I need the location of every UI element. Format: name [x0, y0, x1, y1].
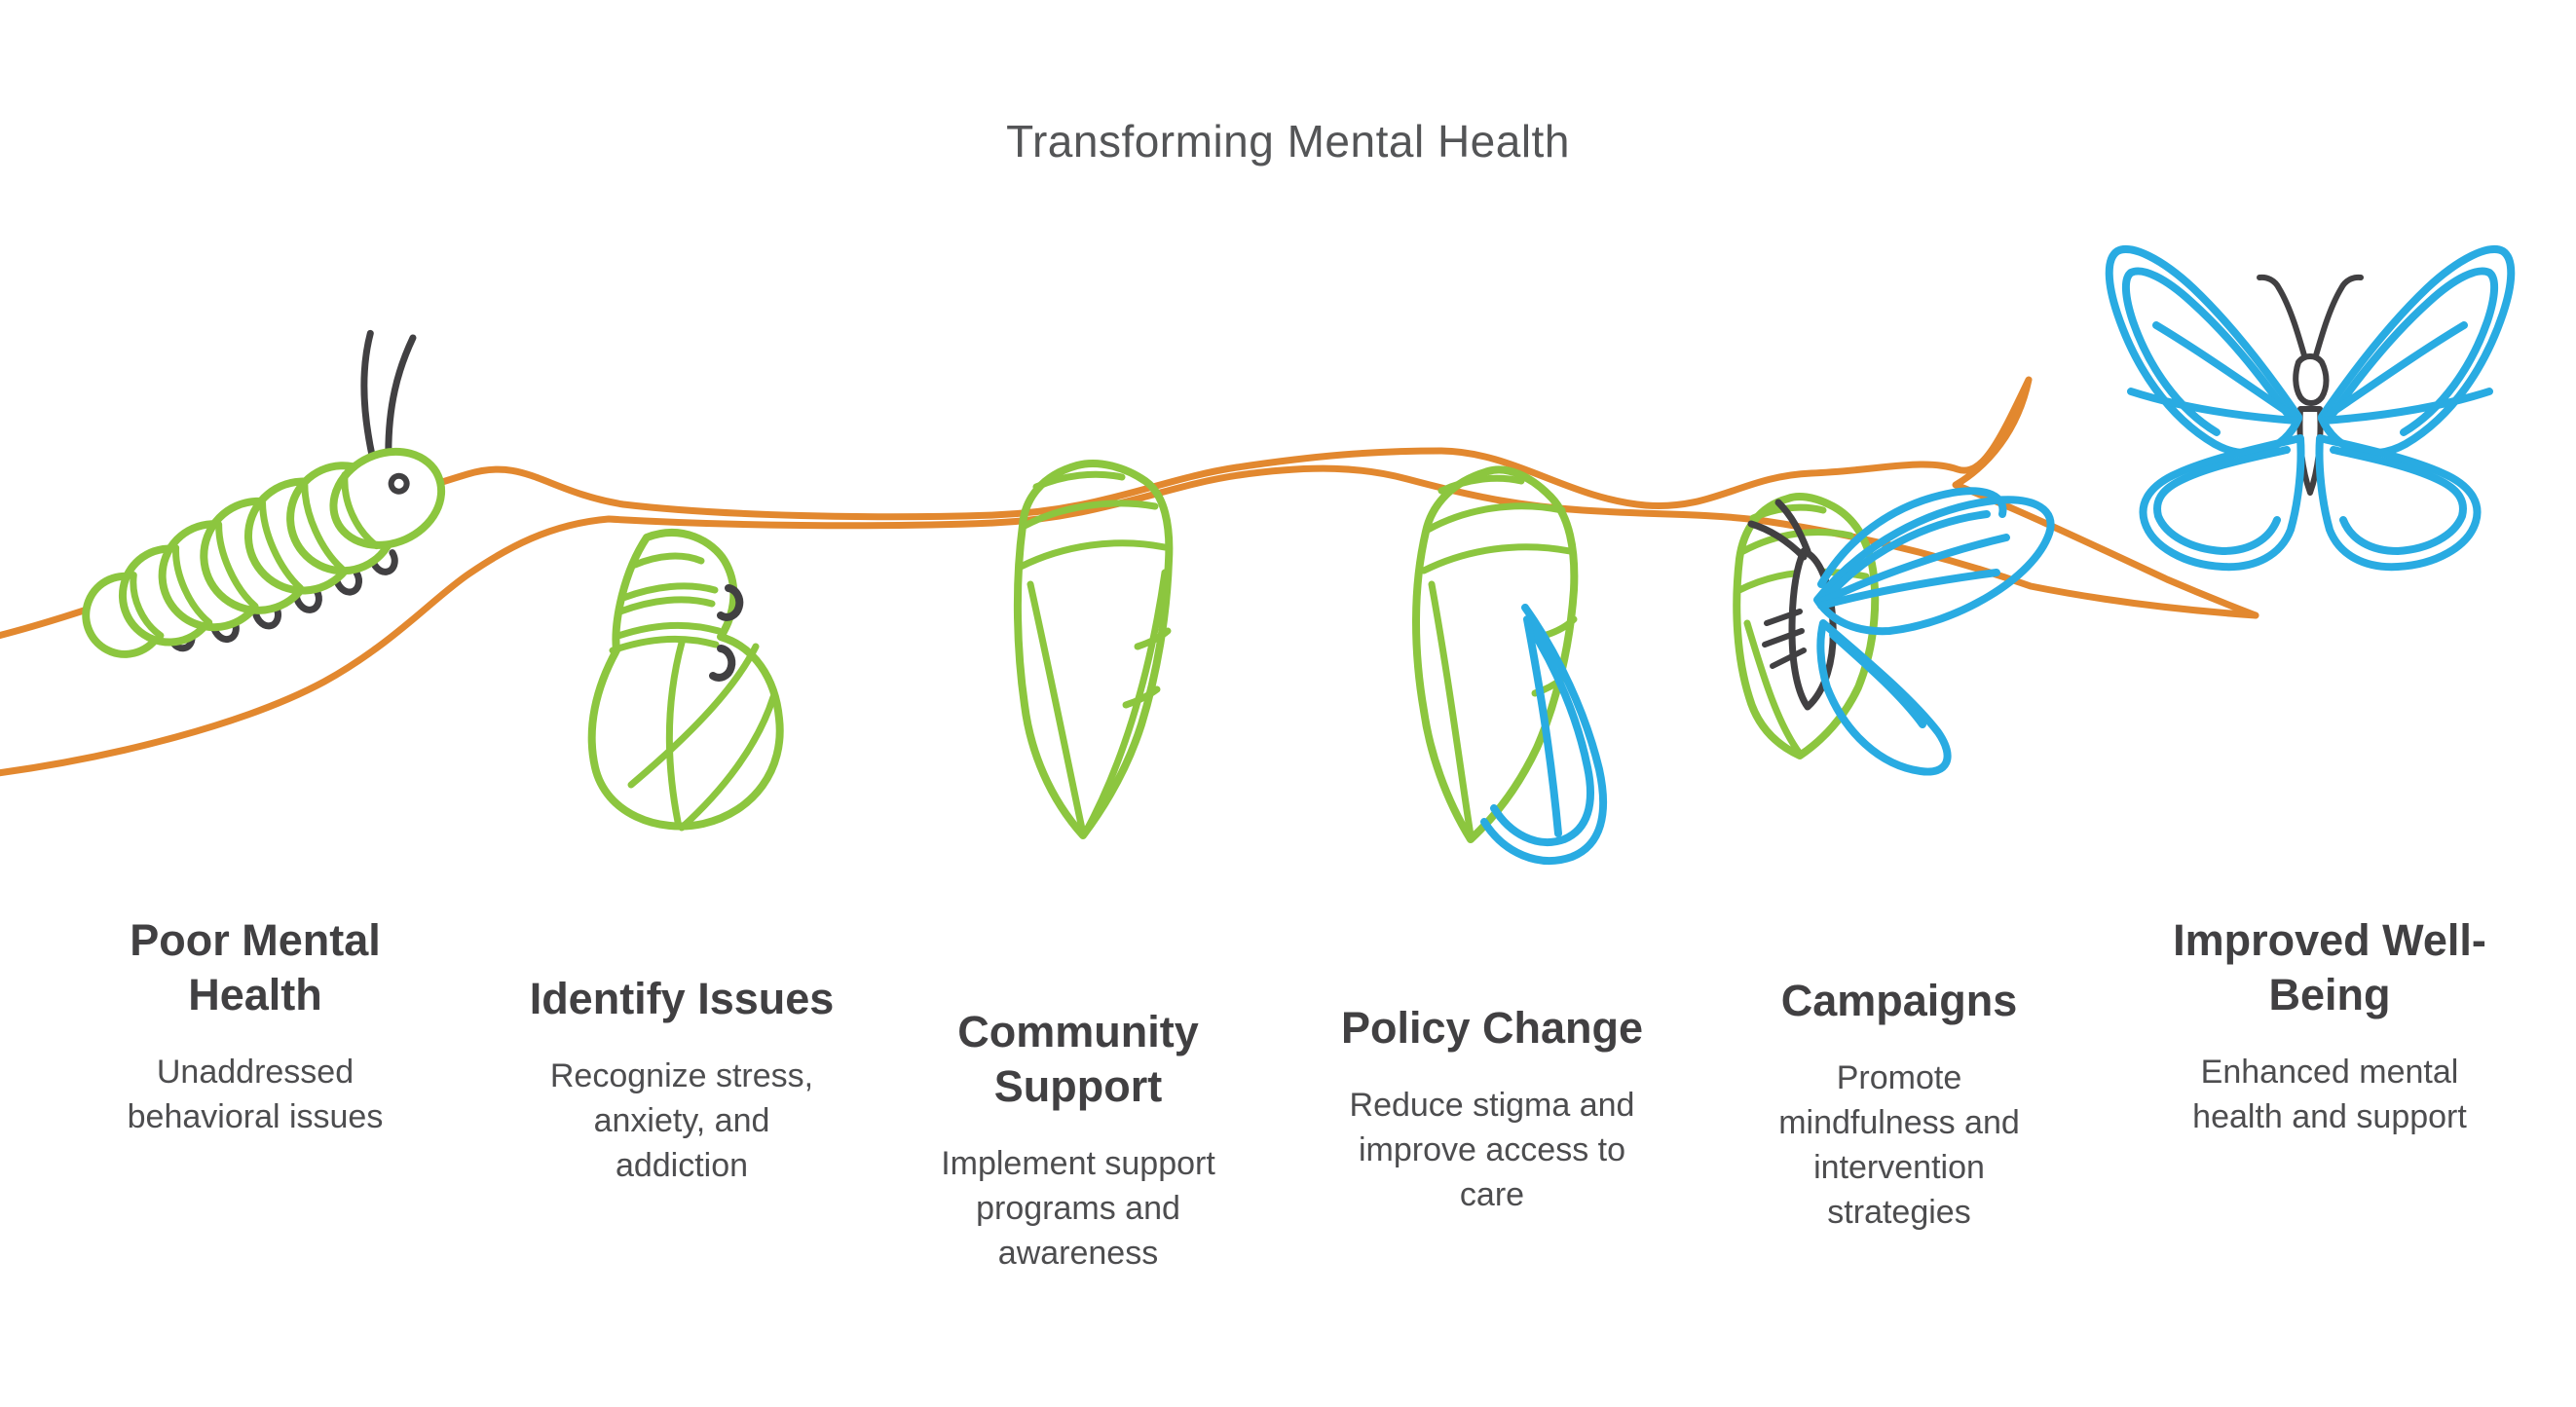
stage-description: Reduce stigma and improve access to care — [1349, 1087, 1635, 1213]
stage-policy-change: Policy Change Reduce stigma and improve … — [1307, 1001, 1677, 1217]
curled-caterpillar-icon — [587, 529, 784, 832]
stage-title: Identify Issues — [529, 974, 835, 1023]
chrysalis-icon — [1013, 459, 1174, 839]
stage-title: Policy Change — [1340, 1003, 1644, 1053]
chrysalis-emerging-wing-icon — [1412, 465, 1608, 865]
caterpillar-icon — [82, 329, 446, 658]
stage-description: Implement support programs and awareness — [941, 1145, 1215, 1272]
stage-title: Improved Well- Being — [2173, 915, 2486, 1019]
stage-improved-well-being: Improved Well- Being Enhanced mental hea… — [2145, 913, 2515, 1139]
stage-campaigns: Campaigns Promote mindfulness and interv… — [1714, 974, 2084, 1235]
branch-upper-edge — [0, 376, 2259, 640]
stage-poor-mental-health: Poor Mental Health Unaddressed behaviora… — [70, 913, 440, 1139]
emerging-wing — [1480, 604, 1608, 865]
stage-description: Unaddressed behavioral issues — [127, 1054, 384, 1135]
stage-title: Community Support — [957, 1007, 1199, 1111]
page-title: Transforming Mental Health — [1006, 116, 1570, 167]
stage-identify-issues: Identify Issues Recognize stress, anxiet… — [497, 972, 867, 1188]
stage-description: Promote mindfulness and intervention str… — [1778, 1059, 2020, 1231]
stage-community-support: Community Support Implement support prog… — [893, 1005, 1263, 1276]
caterpillar-eye — [388, 472, 410, 495]
stage-title: Campaigns — [1780, 976, 2018, 1025]
stage-title: Poor Mental Health — [130, 915, 381, 1019]
emerging-butterfly-icon — [1733, 487, 2055, 776]
butterfly-icon — [2105, 245, 2516, 572]
stage-description: Enhanced mental health and support — [2192, 1054, 2467, 1135]
stage-description: Recognize stress, anxiety, and addiction — [549, 1057, 814, 1184]
